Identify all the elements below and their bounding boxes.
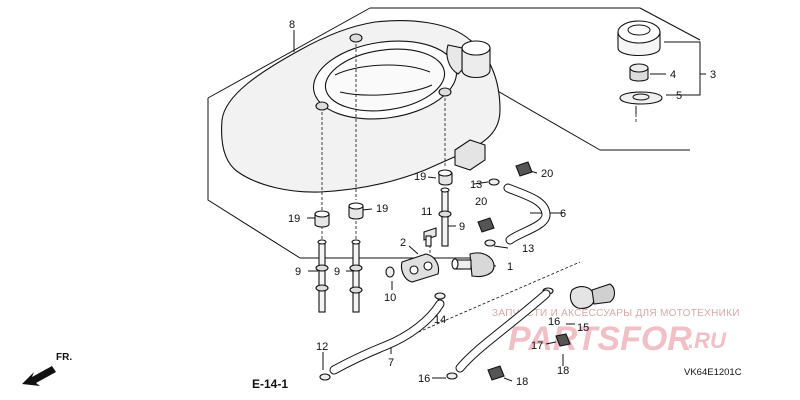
callout-16-lower: 16 — [418, 373, 430, 385]
callout-5: 5 — [676, 90, 682, 102]
callout-10: 10 — [384, 292, 396, 304]
callout-6: 6 — [560, 208, 566, 220]
watermark: ЗАПЧАСТИ И АКСЕССУАРЫ ДЛЯ МОТОТЕХНИКИ PA… — [492, 308, 740, 358]
callout-3: 3 — [710, 69, 716, 81]
front-direction-label: FR. — [56, 352, 72, 363]
drawing-code: VK64E1201C — [684, 367, 742, 378]
joint-15 — [569, 283, 616, 309]
callout-9-center: 9 — [334, 266, 340, 278]
fuel-tube-6 — [503, 183, 551, 245]
callout-20-upper: 20 — [541, 168, 553, 180]
callout-12: 12 — [316, 341, 328, 353]
fuel-cap — [617, 20, 663, 114]
callout-7: 7 — [388, 357, 394, 369]
callout-20-lower: 20 — [475, 196, 487, 208]
callout-4: 4 — [670, 69, 676, 81]
callout-11: 11 — [421, 206, 432, 218]
callout-18-lower: 18 — [516, 376, 528, 388]
callout-18-right: 18 — [557, 365, 569, 377]
fuel-tube-17 — [455, 289, 551, 373]
callout-16-upper: 16 — [548, 316, 560, 328]
callout-14: 14 — [434, 314, 446, 326]
callout-13-lower: 13 — [522, 243, 534, 255]
callout-19-right: 19 — [414, 171, 426, 183]
callout-1: 1 — [507, 261, 513, 273]
watermark-brand: PARTSFOR — [508, 320, 692, 358]
watermark-tld: .RU — [688, 328, 727, 353]
callout-2: 2 — [400, 237, 406, 249]
front-direction-indicator: FR. — [22, 352, 72, 386]
callout-19-center: 19 — [376, 203, 388, 215]
grommets — [314, 169, 453, 228]
callout-17: 17 — [531, 340, 543, 352]
fuel-tube-7 — [329, 299, 445, 375]
callout-13-upper: 13 — [470, 179, 482, 191]
callout-8: 8 — [289, 19, 295, 31]
watermark-caption: ЗАПЧАСТИ И АКСЕССУАРЫ ДЛЯ МОТОТЕХНИКИ — [492, 308, 740, 319]
bolts — [315, 187, 452, 313]
part-callouts: 8 3 4 5 20 13 19 19 19 6 20 11 9 2 13 1 … — [288, 19, 716, 388]
callout-15: 15 — [577, 322, 589, 334]
callout-19-left: 19 — [288, 213, 300, 225]
section-reference: E-14-1 — [252, 377, 288, 391]
fuel-tank — [221, 20, 501, 193]
callout-9-right: 9 — [459, 221, 465, 233]
callout-9-left: 9 — [295, 266, 301, 278]
fuel-valve — [400, 252, 495, 283]
